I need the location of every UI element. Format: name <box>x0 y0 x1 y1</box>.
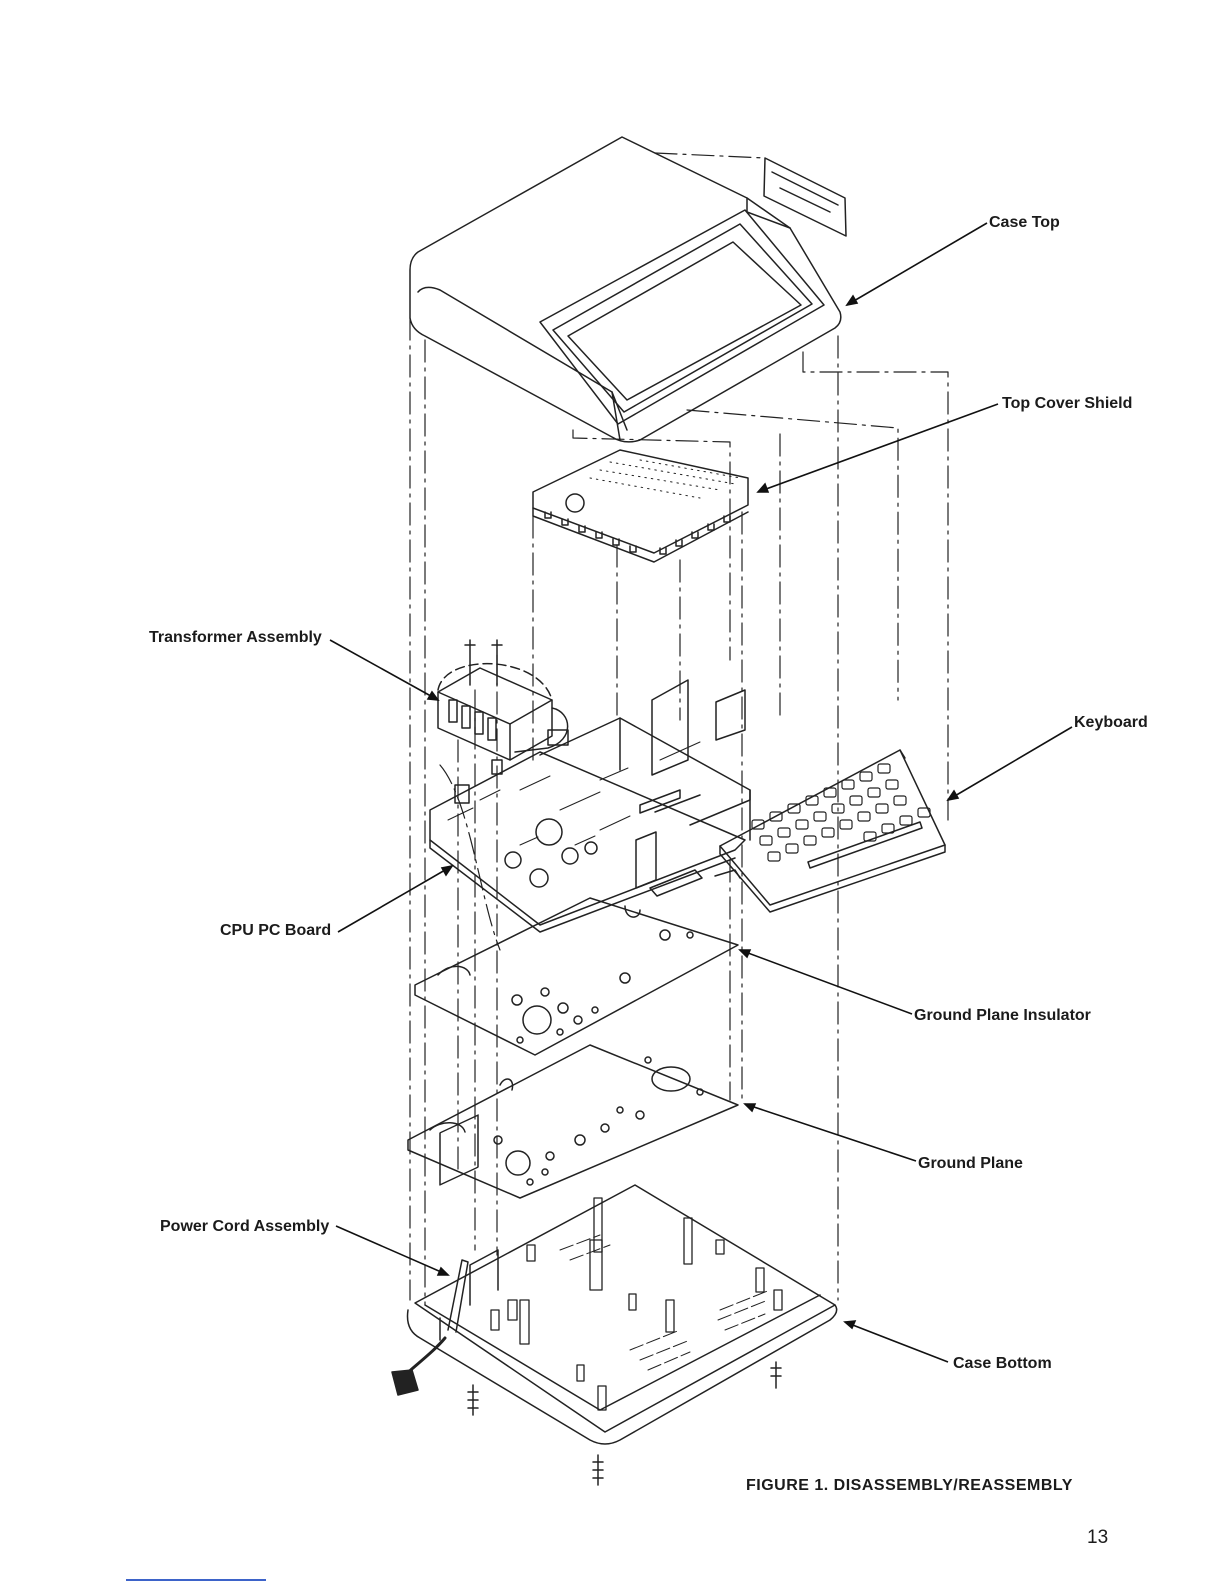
footer-rule <box>126 1579 266 1581</box>
case-top-part <box>410 137 846 442</box>
keyboard-part <box>720 750 945 912</box>
label-keyboard: Keyboard <box>1074 714 1148 732</box>
page-number: 13 <box>1087 1527 1108 1549</box>
figure-caption: FIGURE 1. DISASSEMBLY/REASSEMBLY <box>746 1477 1073 1495</box>
label-power-cord-assembly: Power Cord Assembly <box>160 1218 329 1236</box>
ground-plane-insulator-part <box>415 898 738 1055</box>
label-case-top: Case Top <box>989 214 1060 232</box>
label-ground-plane: Ground Plane <box>918 1155 1023 1173</box>
top-cover-shield-part <box>533 450 748 562</box>
cpu-pc-board-part <box>430 680 750 932</box>
label-transformer-assembly: Transformer Assembly <box>149 629 322 647</box>
label-top-cover-shield: Top Cover Shield <box>1002 395 1132 413</box>
label-case-bottom: Case Bottom <box>953 1355 1052 1373</box>
case-bottom-part <box>392 1185 837 1485</box>
label-ground-plane-insulator: Ground Plane Insulator <box>914 1007 1091 1025</box>
label-cpu-pc-board: CPU PC Board <box>220 922 331 940</box>
